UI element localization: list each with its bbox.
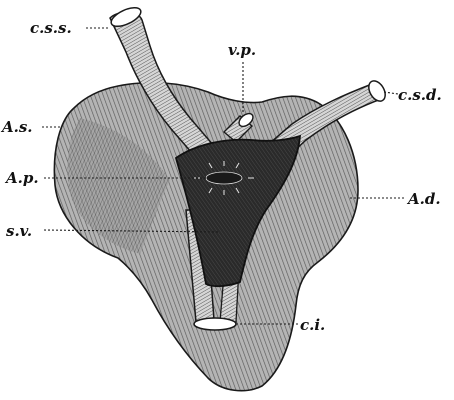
label-ap: A.p. xyxy=(4,169,39,187)
label-vp: v.p. xyxy=(228,41,256,59)
ci-opening xyxy=(194,318,236,330)
label-as: A.s. xyxy=(0,118,33,136)
label-csd: c.s.d. xyxy=(398,86,442,104)
label-ad: A.d. xyxy=(406,190,441,208)
label-sv: s.v. xyxy=(6,222,32,240)
atrial-opening xyxy=(206,172,242,184)
label-ci: c.i. xyxy=(300,316,325,334)
label-css: c.s.s. xyxy=(30,19,72,37)
csd-leader xyxy=(384,92,398,94)
